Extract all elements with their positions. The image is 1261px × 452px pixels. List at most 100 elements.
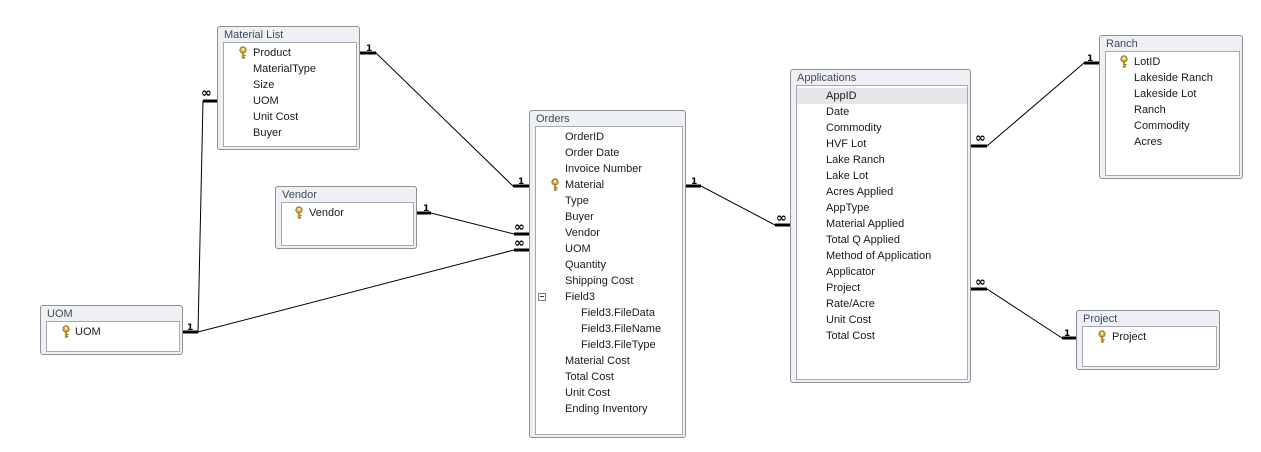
field-row[interactable]: AppID: [797, 88, 967, 104]
field-row[interactable]: Invoice Number: [536, 161, 682, 177]
field-row[interactable]: Applicator: [797, 264, 967, 280]
field-row[interactable]: Unit Cost: [797, 312, 967, 328]
relationship-line[interactable]: [183, 100, 217, 333]
relationship-line[interactable]: [360, 52, 529, 187]
table-title[interactable]: Project: [1083, 313, 1118, 325]
field-row[interactable]: Field3: [536, 289, 682, 305]
table-uom[interactable]: UOM UOM: [40, 305, 183, 355]
field-row[interactable]: OrderID: [536, 129, 682, 145]
field-list[interactable]: Vendor: [281, 202, 414, 246]
field-row[interactable]: Type: [536, 193, 682, 209]
table-title[interactable]: Material List: [224, 29, 284, 41]
field-row[interactable]: MaterialType: [224, 61, 356, 77]
field-row[interactable]: UOM: [47, 324, 179, 340]
field-row[interactable]: Acres Applied: [797, 184, 967, 200]
field-name: Lake Lot: [826, 170, 869, 182]
field-row[interactable]: Material Applied: [797, 216, 967, 232]
field-list[interactable]: UOM: [46, 321, 180, 352]
field-row[interactable]: Ranch: [1106, 102, 1239, 118]
relationship-line[interactable]: [417, 212, 529, 235]
field-row[interactable]: Lakeside Lot: [1106, 86, 1239, 102]
field-row[interactable]: Field3.FileName: [536, 321, 682, 337]
field-name: UOM: [253, 95, 279, 107]
field-row[interactable]: UOM: [224, 93, 356, 109]
field-row[interactable]: Commodity: [797, 120, 967, 136]
field-row[interactable]: Size: [224, 77, 356, 93]
cardinality-label: 1: [366, 44, 373, 54]
field-row[interactable]: Product: [224, 45, 356, 61]
field-name: Field3.FileName: [581, 323, 662, 335]
relationship-line[interactable]: [686, 185, 790, 226]
primary-key-icon: [238, 46, 248, 59]
table-title[interactable]: Ranch: [1106, 38, 1138, 50]
relationship-line[interactable]: [971, 288, 1076, 339]
field-row[interactable]: Order Date: [536, 145, 682, 161]
field-row[interactable]: AppType: [797, 200, 967, 216]
field-list[interactable]: Project: [1082, 326, 1217, 367]
cardinality-label: 1: [691, 177, 698, 187]
field-row[interactable]: Unit Cost: [536, 385, 682, 401]
field-row[interactable]: Date: [797, 104, 967, 120]
field-row[interactable]: Vendor: [536, 225, 682, 241]
field-name: Quantity: [565, 259, 606, 271]
field-name: MaterialType: [253, 63, 316, 75]
field-row[interactable]: Buyer: [536, 209, 682, 225]
field-row[interactable]: Field3.FileData: [536, 305, 682, 321]
field-name: Buyer: [565, 211, 594, 223]
table-title[interactable]: UOM: [47, 308, 73, 320]
field-row[interactable]: Material Cost: [536, 353, 682, 369]
field-name: UOM: [565, 243, 591, 255]
field-name: Method of Application: [826, 250, 932, 262]
relationship-line[interactable]: [971, 62, 1099, 147]
field-row[interactable]: LotID: [1106, 54, 1239, 70]
field-row[interactable]: Quantity: [536, 257, 682, 273]
field-name: OrderID: [565, 131, 605, 143]
field-row[interactable]: Acres: [1106, 134, 1239, 150]
field-row[interactable]: Shipping Cost: [536, 273, 682, 289]
field-row[interactable]: Lake Ranch: [797, 152, 967, 168]
field-name: Lake Ranch: [826, 154, 885, 166]
field-row[interactable]: Buyer: [224, 125, 356, 141]
field-name: Field3: [565, 291, 595, 303]
cardinality-label: 1: [187, 323, 194, 333]
field-name: Lakeside Ranch: [1134, 72, 1213, 84]
cardinality-label: ∞: [514, 236, 525, 251]
table-title[interactable]: Vendor: [282, 189, 317, 201]
field-row[interactable]: Total Q Applied: [797, 232, 967, 248]
table-vendor[interactable]: Vendor Vendor: [275, 186, 417, 249]
field-row[interactable]: Commodity: [1106, 118, 1239, 134]
field-name: Date: [826, 106, 850, 118]
field-row[interactable]: Vendor: [282, 205, 413, 221]
field-name: Buyer: [253, 127, 282, 139]
field-name: Ranch: [1134, 104, 1166, 116]
field-row[interactable]: Method of Application: [797, 248, 967, 264]
field-row[interactable]: Project: [797, 280, 967, 296]
field-row[interactable]: Field3.FileType: [536, 337, 682, 353]
field-row[interactable]: Project: [1083, 329, 1216, 345]
field-row[interactable]: Material: [536, 177, 682, 193]
field-row[interactable]: Unit Cost: [224, 109, 356, 125]
table-title[interactable]: Orders: [536, 113, 570, 125]
field-row[interactable]: Rate/Acre: [797, 296, 967, 312]
field-row[interactable]: Lakeside Ranch: [1106, 70, 1239, 86]
field-row[interactable]: Total Cost: [536, 369, 682, 385]
field-row[interactable]: UOM: [536, 241, 682, 257]
table-project[interactable]: Project Project: [1076, 310, 1220, 370]
field-name: Type: [565, 195, 589, 207]
field-name: Lakeside Lot: [1134, 88, 1197, 100]
collapse-icon[interactable]: [538, 293, 546, 301]
field-row[interactable]: Total Cost: [797, 328, 967, 344]
field-row[interactable]: HVF Lot: [797, 136, 967, 152]
field-row[interactable]: Lake Lot: [797, 168, 967, 184]
relationship-line[interactable]: [183, 249, 529, 333]
field-row[interactable]: Ending Inventory: [536, 401, 682, 417]
table-title[interactable]: Applications: [797, 72, 857, 84]
